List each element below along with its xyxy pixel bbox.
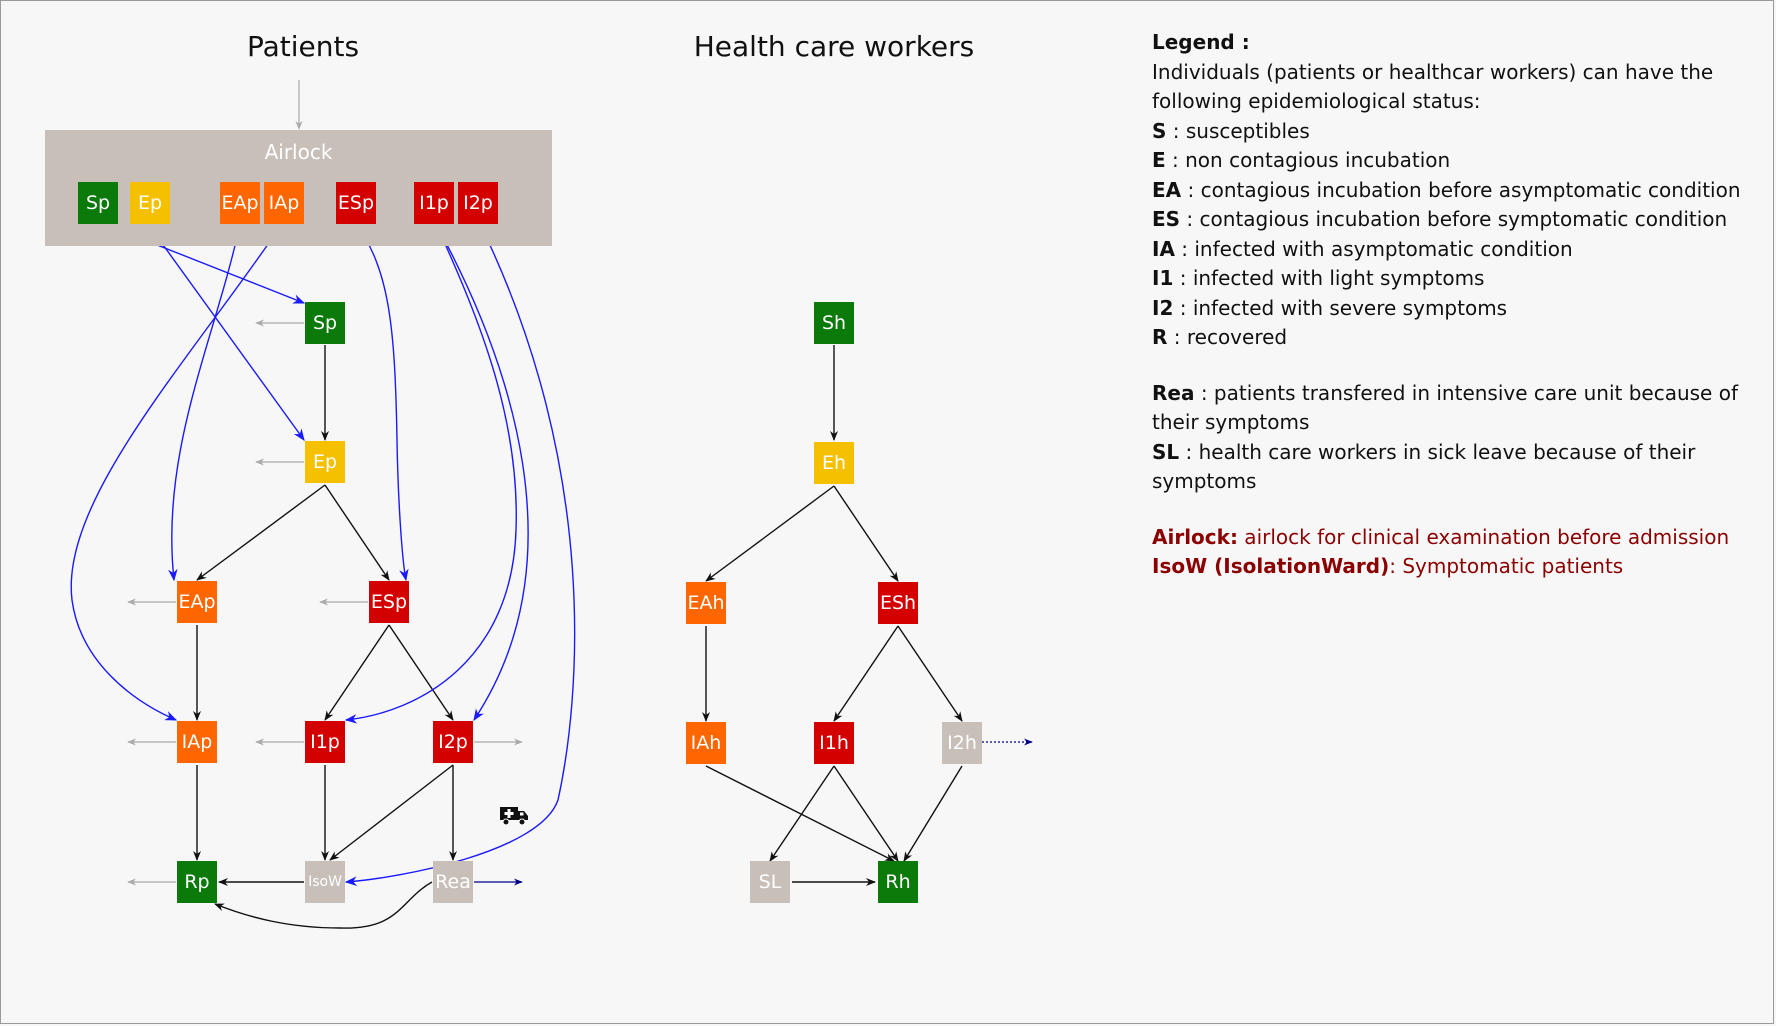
node-sl: SL (750, 861, 790, 903)
node-i1h: I1h (814, 722, 854, 764)
airlock-node-i2p: I2p (458, 182, 498, 224)
legend-isow: IsoW (IsolationWard): Symptomatic patien… (1152, 554, 1624, 578)
node-i2h: I2h (942, 722, 982, 764)
airlock-node-ep: Ep (130, 182, 170, 224)
node-iap: IAp (177, 721, 217, 763)
airlock-node-iap: IAp (264, 182, 304, 224)
node-isow: IsoW (305, 861, 345, 903)
node-esh: ESh (878, 582, 918, 624)
patient-outflow-arrows (127, 319, 523, 886)
node-sh: Sh (814, 302, 854, 344)
node-eah: EAh (686, 582, 726, 624)
airlock-node-i1p: I1p (414, 182, 454, 224)
legend-item: ES : contagious incubation before sympto… (1152, 207, 1728, 231)
legend-item: R : recovered (1152, 325, 1288, 349)
node-rea: Rea (433, 861, 473, 903)
patient-transition-arrows (193, 345, 457, 929)
ambulance-icon (500, 807, 528, 826)
legend-item: S : susceptibles (1152, 118, 1310, 143)
airlock-label: Airlock (264, 140, 333, 164)
legend: Legend : Individuals (patients or health… (1152, 28, 1752, 582)
legend-heading: Legend : (1152, 30, 1250, 54)
node-esp: ESp (369, 581, 409, 623)
legend-item: I1 : infected with light symptoms (1152, 266, 1485, 290)
airlock-node-eap: EAp (220, 182, 260, 224)
node-i2p: I2p (433, 721, 473, 763)
node-iah: IAh (686, 722, 726, 764)
patients-title: Patients (246, 30, 360, 63)
hcw-title: Health care workers (693, 30, 975, 63)
legend-item: I2 : infected with severe symptoms (1152, 295, 1508, 320)
hcw-transition-arrows (702, 345, 963, 886)
node-eap: EAp (177, 581, 217, 623)
airlock-node-sp: Sp (78, 182, 118, 224)
legend-item: IA : infected with asymptomatic conditio… (1152, 236, 1573, 261)
node-rh: Rh (878, 861, 918, 903)
legend-rea: Rea : patients transfered in intensive c… (1152, 380, 1738, 435)
node-ep: Ep (305, 441, 345, 483)
node-sp: Sp (305, 302, 345, 344)
airlock-admission-arrows (70, 149, 576, 886)
airlock-node-esp: ESp (336, 182, 376, 224)
legend-item: E : non contagious incubation (1152, 148, 1451, 172)
legend-sl: SL : health care workers in sick leave b… (1152, 439, 1696, 494)
legend-item: EA : contagious incubation before asympt… (1152, 177, 1741, 202)
node-eh: Eh (814, 442, 854, 484)
legend-airlock: Airlock: airlock for clinical examinatio… (1152, 524, 1730, 549)
node-i1p: I1p (305, 721, 345, 763)
legend-intro: Individuals (patients or healthcar worke… (1152, 59, 1714, 114)
node-rp: Rp (177, 861, 217, 903)
